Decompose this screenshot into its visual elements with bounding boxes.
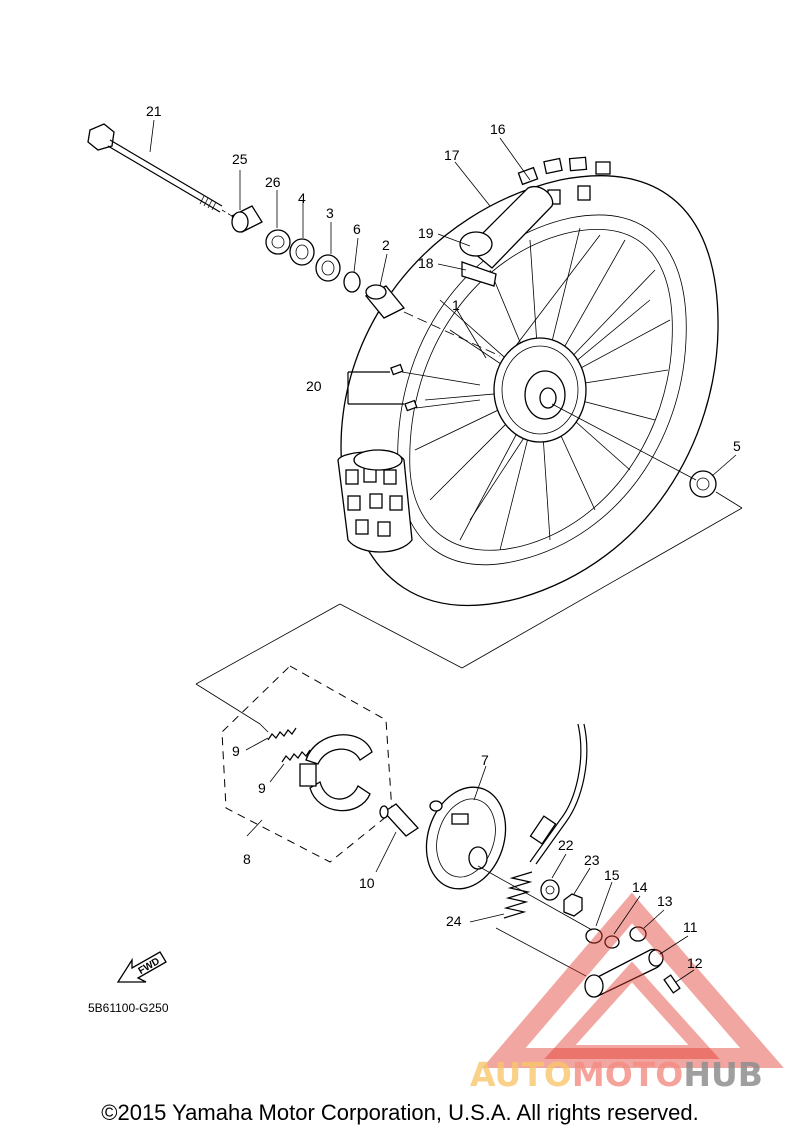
spoke-nipples-20	[347, 363, 481, 412]
watermark-moto: MOTO	[572, 1055, 683, 1094]
bearing-5	[689, 470, 717, 498]
callout-21: 21	[146, 103, 162, 119]
watermark-auto: AUTO	[470, 1055, 572, 1094]
callout-7: 7	[481, 752, 489, 768]
callout-25: 25	[232, 151, 248, 167]
guide-lines	[195, 209, 743, 733]
oil-seal-26	[265, 229, 291, 255]
callouts: 1 2 3 4 5 6 7 8 9 9 10 11 12 13 14 15 16…	[146, 103, 741, 971]
front-wheel	[337, 156, 719, 607]
callout-2: 2	[382, 237, 390, 253]
fwd-arrow-icon: FWD	[116, 951, 167, 983]
springs-9	[267, 727, 311, 763]
callout-12: 12	[687, 955, 703, 971]
triangle-logo-icon	[482, 892, 784, 1068]
callout-8: 8	[243, 851, 251, 867]
washer-22	[540, 879, 560, 901]
bearing-4	[289, 238, 315, 266]
callout-18: 18	[418, 255, 434, 271]
guide-lines-lower	[477, 865, 593, 977]
spacer-2	[364, 284, 406, 319]
callout-10: 10	[359, 875, 375, 891]
brake-cable	[529, 723, 588, 865]
callout-19: 19	[418, 225, 434, 241]
callout-15: 15	[604, 867, 620, 883]
washer-15	[585, 928, 603, 944]
leader-lines	[149, 119, 737, 983]
callout-17: 17	[444, 147, 460, 163]
callout-22: 22	[558, 837, 574, 853]
copyright-notice: ©2015 Yamaha Motor Corporation, U.S.A. A…	[101, 1100, 699, 1125]
callout-24: 24	[446, 913, 462, 929]
bearing-3	[315, 254, 341, 282]
callout-23: 23	[584, 852, 600, 868]
nut-23	[563, 893, 583, 917]
callout-6: 6	[353, 221, 361, 237]
callout-20: 20	[306, 378, 322, 394]
brake-shoe-set-group	[221, 665, 393, 863]
brake-shoes	[299, 734, 373, 812]
washer-14	[604, 935, 620, 949]
nut-13	[629, 926, 647, 942]
callout-11: 11	[683, 919, 698, 935]
rim-band	[459, 185, 554, 287]
callout-4: 4	[298, 190, 306, 206]
callout-9b: 9	[258, 780, 266, 796]
circlip-6	[343, 271, 361, 293]
camshaft-10	[379, 803, 419, 837]
callout-13: 13	[657, 893, 673, 909]
axle-21	[87, 123, 223, 213]
svg-text:AUTOMOTOHUB: AUTOMOTOHUB	[470, 1055, 763, 1094]
callout-9a: 9	[232, 743, 240, 759]
brake-panel-7	[425, 786, 507, 890]
fwd-label: FWD	[137, 956, 162, 977]
watermark-hub: HUB	[683, 1055, 763, 1094]
callout-16: 16	[490, 121, 506, 137]
spacer-25	[231, 205, 263, 233]
callout-14: 14	[632, 879, 648, 895]
brake-arm-11	[584, 948, 664, 998]
callout-26: 26	[265, 174, 281, 190]
spring-24	[503, 871, 533, 919]
callout-5: 5	[733, 438, 741, 454]
callout-3: 3	[326, 205, 334, 221]
bolt-12	[663, 974, 681, 994]
automotohub-watermark: AUTOMOTOHUB	[470, 892, 784, 1094]
drawing-code: 5B61100-G250	[88, 1001, 169, 1015]
callout-1: 1	[452, 297, 460, 313]
